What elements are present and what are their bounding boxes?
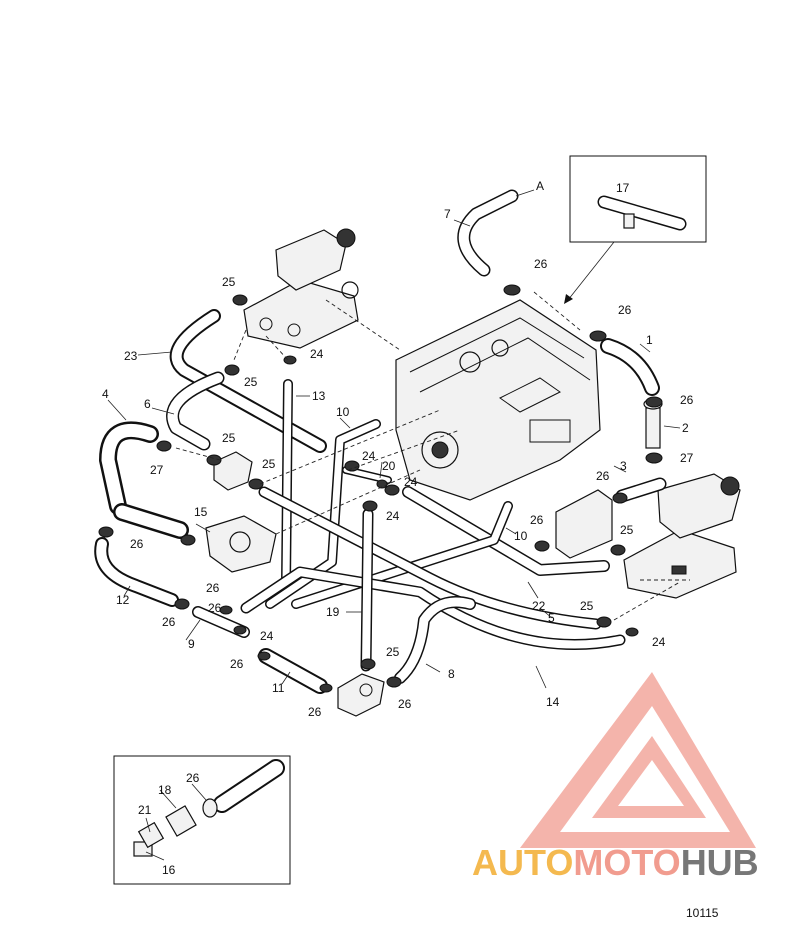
inset-box-top [564, 155, 707, 304]
callout-25-d: 25 [262, 457, 276, 471]
callout-26-l: 26 [398, 697, 412, 711]
callout-14: 14 [546, 695, 560, 709]
callout-1: 1 [646, 333, 653, 347]
callout-labels: 1 2 3 4 5 6 7 8 9 10 10 11 12 13 14 15 1… [102, 179, 694, 877]
logo-mark [520, 672, 756, 848]
callout-25-g: 25 [386, 645, 400, 659]
callout-26-a: 26 [534, 257, 548, 271]
callout-16: 16 [162, 863, 176, 877]
callout-26-j: 26 [230, 657, 244, 671]
callout-6: 6 [144, 397, 151, 411]
dashed-connections [175, 291, 690, 621]
inset-box-bottom [113, 755, 291, 885]
logo-word-auto: AUTO [472, 842, 574, 883]
callout-24-e: 24 [652, 635, 666, 649]
callout-15: 15 [194, 505, 208, 519]
callout-25-a: 25 [222, 275, 236, 289]
callout-25-e: 25 [620, 523, 634, 537]
left-exhaust-manifold [243, 228, 359, 349]
callout-18: 18 [158, 783, 172, 797]
hoses [94, 189, 667, 694]
callout-26-m: 26 [186, 771, 200, 785]
callout-10-upper: 10 [336, 405, 350, 419]
callout-27-b: 27 [680, 451, 694, 465]
leader-lines [107, 189, 681, 861]
hose-clamps [98, 284, 663, 693]
callout-2: 2 [682, 421, 689, 435]
callout-13: 13 [312, 389, 326, 403]
callout-3: 3 [620, 459, 627, 473]
callout-17: 17 [616, 181, 630, 195]
callout-26-c: 26 [680, 393, 694, 407]
bottom-fitting [337, 673, 385, 717]
callout-24-c: 24 [404, 475, 418, 489]
callout-26-e: 26 [530, 513, 544, 527]
callout-11: 11 [272, 681, 285, 695]
logo-word-moto: MOTO [573, 842, 681, 883]
callout-4: 4 [102, 387, 109, 401]
callout-24-a: 24 [310, 347, 324, 361]
callout-27-a: 27 [150, 463, 164, 477]
callout-9: 9 [188, 637, 195, 651]
water-pump [205, 515, 277, 573]
logo-word-hub: HUB [680, 842, 759, 883]
callout-25-c: 25 [222, 431, 236, 445]
callout-10-lower: 10 [514, 529, 528, 543]
callout-25-f: 25 [580, 599, 594, 613]
callout-7: 7 [444, 207, 451, 221]
callout-26-f: 26 [130, 537, 144, 551]
callout-21: 21 [138, 803, 152, 817]
callout-22: 22 [532, 599, 546, 613]
drawing-number: 10115 [686, 906, 719, 920]
callout-25-b: 25 [244, 375, 258, 389]
callout-26-i: 26 [208, 601, 222, 615]
callout-26-h: 26 [162, 615, 176, 629]
callout-5: 5 [548, 611, 555, 625]
callout-19: 19 [326, 605, 340, 619]
callout-26-b: 26 [618, 303, 632, 317]
callout-23: 23 [124, 349, 138, 363]
callout-8: 8 [448, 667, 455, 681]
callout-26-g: 26 [206, 581, 220, 595]
right-exhaust-manifold [623, 473, 741, 599]
callout-20: 20 [382, 459, 396, 473]
callout-26-d: 26 [596, 469, 610, 483]
callout-24-b: 24 [362, 449, 376, 463]
heat-exchanger [555, 489, 613, 559]
callout-A: A [536, 179, 544, 193]
callout-12: 12 [116, 593, 130, 607]
callout-24-d: 24 [386, 509, 400, 523]
thermostat-housing [213, 451, 253, 491]
brand-logo-text: AUTOMOTOHUB [472, 842, 759, 884]
callout-24-f: 24 [260, 629, 274, 643]
engine-block [395, 299, 601, 501]
callout-26-k: 26 [308, 705, 322, 719]
